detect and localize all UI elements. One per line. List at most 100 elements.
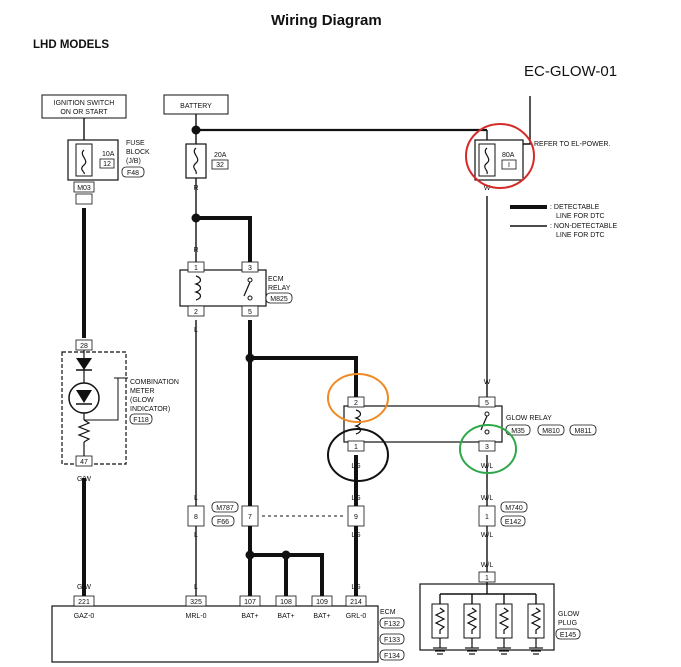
svg-text:107: 107 <box>244 599 256 606</box>
svg-text:7: 7 <box>248 514 252 521</box>
glow-plug-element <box>431 603 449 655</box>
ecm-pin-214: LG 214 GRL-0 <box>345 584 367 620</box>
svg-text:M740: M740 <box>505 505 523 512</box>
svg-text:108: 108 <box>280 599 292 606</box>
svg-text:8: 8 <box>194 514 198 521</box>
svg-text:GRL-0: GRL-0 <box>346 613 367 620</box>
svg-text:214: 214 <box>350 599 362 606</box>
ecm-relay: R R 1 3 2 5 ECM RELAY M825 L Y <box>179 247 293 334</box>
svg-text:F134: F134 <box>384 653 400 660</box>
svg-text:Y: Y <box>248 584 253 591</box>
svg-text:LG: LG <box>351 463 360 470</box>
svg-text:F48: F48 <box>127 170 139 177</box>
heater-icon <box>530 607 542 634</box>
svg-text:L: L <box>194 327 198 334</box>
svg-text:GAZ-0: GAZ-0 <box>74 613 95 620</box>
svg-text:R: R <box>193 185 198 192</box>
svg-text:R: R <box>247 247 252 254</box>
ecm-pin-109: Y 109 BAT+ <box>311 584 333 620</box>
svg-text:G/W: G/W <box>77 476 91 483</box>
fuse-icon <box>484 147 490 175</box>
svg-text:W/L: W/L <box>481 532 494 539</box>
heater-icon <box>466 607 478 634</box>
svg-text:M35: M35 <box>511 428 525 435</box>
svg-text:RELAY: RELAY <box>268 285 291 292</box>
svg-text:GLOW RELAY: GLOW RELAY <box>506 415 552 422</box>
svg-text:1: 1 <box>194 265 198 272</box>
svg-text:325: 325 <box>190 599 202 606</box>
switch-icon <box>243 281 251 297</box>
svg-text:LINE FOR DTC: LINE FOR DTC <box>556 232 605 239</box>
fuse-icon <box>193 147 199 175</box>
svg-text:Y: Y <box>354 379 359 386</box>
fuse-icon <box>81 149 87 175</box>
svg-text:221: 221 <box>78 599 90 606</box>
svg-text:GLOW: GLOW <box>558 611 580 618</box>
svg-text:I: I <box>508 162 510 169</box>
glow-plug-element <box>463 603 481 655</box>
svg-text:W: W <box>484 379 491 386</box>
svg-text:BAT+: BAT+ <box>241 613 258 620</box>
svg-text:W/L: W/L <box>481 495 494 502</box>
svg-text:32: 32 <box>216 162 224 169</box>
svg-text:5: 5 <box>485 400 489 407</box>
legend: : DETECTABLE LINE FOR DTC : NON-DETECTAB… <box>550 204 617 239</box>
heater-icon <box>434 607 446 634</box>
svg-text:PLUG: PLUG <box>558 620 577 627</box>
svg-text:FUSE: FUSE <box>126 140 145 147</box>
svg-text:2: 2 <box>354 400 358 407</box>
refer-note: REFER TO EL-POWER. <box>534 141 610 148</box>
svg-text:F118: F118 <box>133 417 149 424</box>
svg-text:BLOCK: BLOCK <box>126 149 150 156</box>
ecm-pin-221: G/W 221 GAZ-0 <box>73 584 95 620</box>
wire-y-to-glow-relay <box>250 356 358 397</box>
svg-text:E142: E142 <box>505 519 521 526</box>
svg-text:Y: Y <box>284 584 289 591</box>
svg-text:109: 109 <box>316 599 328 606</box>
ignition-label-1: IGNITION SWITCH <box>54 100 115 107</box>
svg-text:3: 3 <box>248 265 252 272</box>
ecm-pin-108: Y 108 BAT+ <box>275 584 297 620</box>
svg-text:L: L <box>194 495 198 502</box>
svg-text:F133: F133 <box>384 637 400 644</box>
coil-icon <box>194 275 202 301</box>
svg-text:LINE FOR DTC: LINE FOR DTC <box>556 213 605 220</box>
svg-text:Y: Y <box>82 210 87 217</box>
svg-text:9: 9 <box>354 514 358 521</box>
svg-text:2: 2 <box>194 309 198 316</box>
svg-text:: DETECTABLE: : DETECTABLE <box>550 204 600 211</box>
svg-text:(GLOW: (GLOW <box>130 397 154 404</box>
svg-text:W: W <box>484 185 491 192</box>
combination-meter: Y 28 47 COMBINATION METER (GLOW INDICATO… <box>61 326 179 483</box>
svg-text:28: 28 <box>80 343 88 350</box>
svg-text:LG: LG <box>351 584 360 591</box>
svg-text:W/L: W/L <box>481 562 494 569</box>
wire-r-relay-pin3 <box>196 216 252 262</box>
svg-text:COMBINATION: COMBINATION <box>130 379 179 386</box>
joint-connectors: L Y LG W/L M787 F66 8 7 9 1 M740 E142 L … <box>187 495 528 539</box>
svg-text:: NON-DETECTABLE: : NON-DETECTABLE <box>550 223 617 230</box>
junction-dots <box>191 125 291 560</box>
svg-text:(J/B): (J/B) <box>126 158 141 165</box>
ignition-label-2: ON OR START <box>60 109 108 116</box>
svg-text:INDICATOR): INDICATOR) <box>130 406 170 413</box>
highlight-annotations <box>327 123 535 482</box>
svg-text:LG: LG <box>351 495 360 502</box>
battery: BATTERY <box>163 94 229 115</box>
diode-icon <box>76 358 92 370</box>
svg-text:BAT+: BAT+ <box>313 613 330 620</box>
red-highlight-circle <box>465 123 535 189</box>
svg-text:F132: F132 <box>384 621 400 628</box>
model-label: LHD MODELS <box>33 39 110 51</box>
svg-text:1: 1 <box>354 444 358 451</box>
svg-text:M811: M811 <box>575 428 592 435</box>
glow-relay: Y W 2 1 5 3 GLOW RELAY M35 M810 M811 LG … <box>343 379 597 470</box>
heater-icon <box>498 607 510 634</box>
svg-text:F66: F66 <box>217 519 229 526</box>
glow-plug-element <box>495 603 513 655</box>
green-highlight-circle <box>459 424 517 474</box>
svg-text:80A: 80A <box>502 152 515 159</box>
fuse-20a: 20A 32 R <box>185 143 229 192</box>
svg-text:10A: 10A <box>102 151 115 158</box>
